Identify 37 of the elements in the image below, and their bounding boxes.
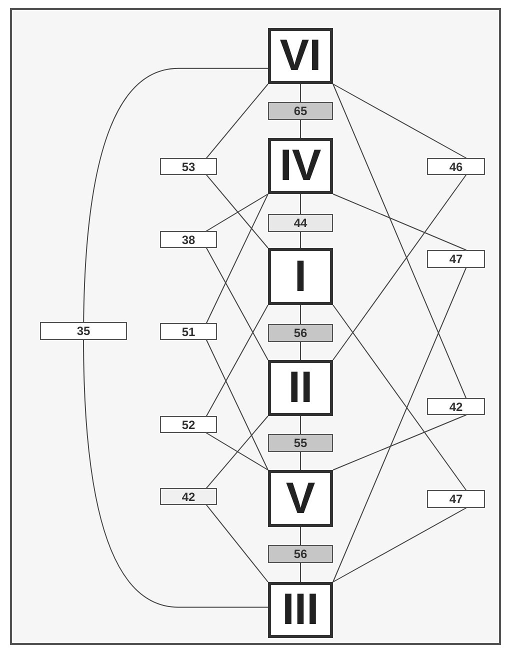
roman-numeral: IV xyxy=(280,144,322,188)
roman-numeral: VI xyxy=(280,34,322,78)
edge-label: 46 xyxy=(427,158,485,175)
edge-label: 55 xyxy=(268,434,333,452)
connector-line xyxy=(332,194,466,582)
edge-label: 47 xyxy=(427,250,485,268)
numeral-box xyxy=(268,28,333,84)
connector-line xyxy=(206,416,268,582)
connector-line xyxy=(332,84,466,470)
numeral-box xyxy=(268,470,333,527)
edge-label: 47 xyxy=(427,490,485,508)
connector-line xyxy=(206,194,268,360)
connector-line xyxy=(206,194,268,470)
roman-numeral: I xyxy=(294,254,307,298)
connector-line xyxy=(83,68,268,608)
edge-label: 52 xyxy=(160,416,217,433)
roman-numeral: V xyxy=(286,476,316,520)
edge-label: 35 xyxy=(40,322,127,340)
edge-label: 51 xyxy=(160,323,217,340)
roman-numeral: III xyxy=(282,588,319,632)
numeral-box xyxy=(268,582,333,638)
roman-numeral: II xyxy=(288,366,313,410)
connector-line xyxy=(206,84,268,248)
connector-line xyxy=(206,304,268,470)
connector-line xyxy=(332,84,466,360)
edge-label: 42 xyxy=(427,398,485,415)
edge-label: 56 xyxy=(268,545,333,563)
numeral-box xyxy=(268,248,333,305)
edge-label: 44 xyxy=(268,214,333,232)
edge-label: 56 xyxy=(268,324,333,342)
numeral-box xyxy=(268,360,333,416)
edge-label: 42 xyxy=(160,488,217,505)
connector-line xyxy=(332,304,466,582)
numeral-box xyxy=(268,138,333,194)
edge-label: 53 xyxy=(160,158,217,175)
edge-label: 65 xyxy=(268,102,333,120)
edge-label: 38 xyxy=(160,231,217,248)
